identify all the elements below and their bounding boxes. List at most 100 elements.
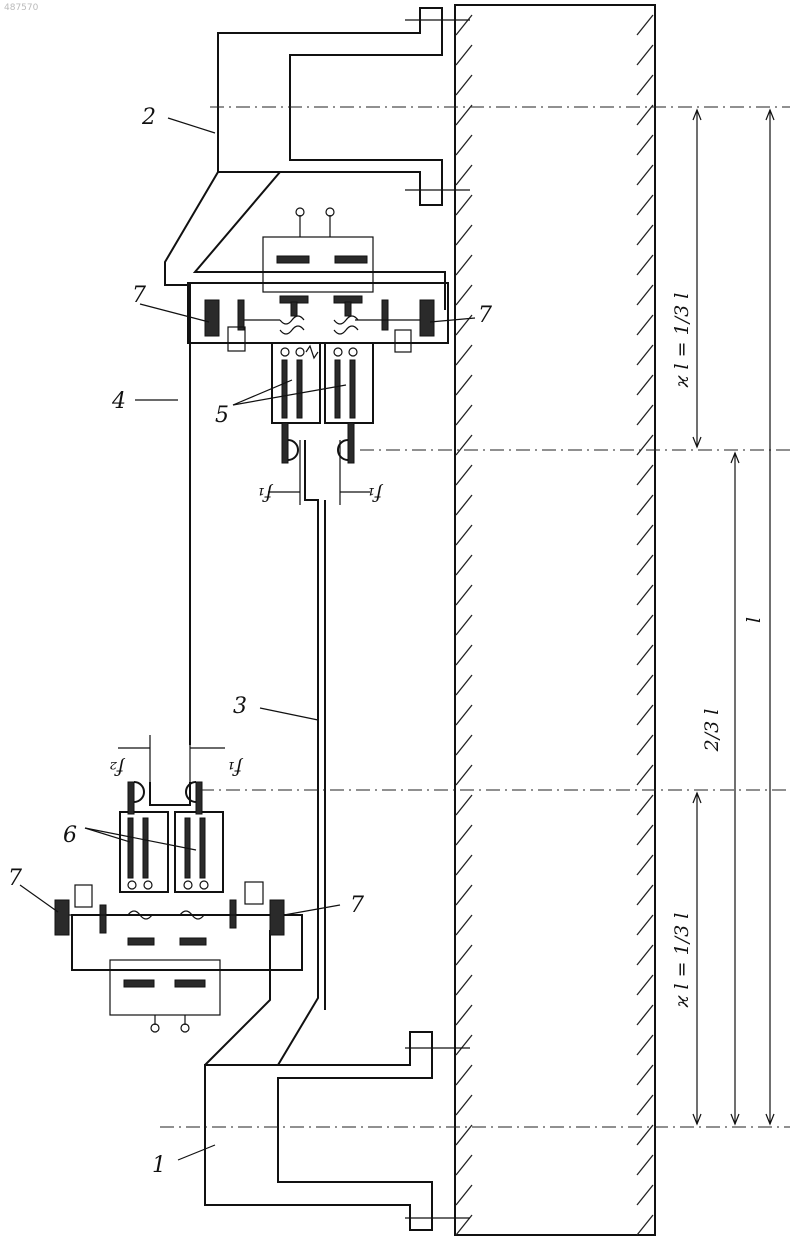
hatch-mark — [456, 525, 472, 545]
foundation-hatch-left — [456, 15, 472, 1235]
hatch-mark — [637, 105, 653, 125]
hatch-mark — [637, 165, 653, 185]
hatch-mark — [456, 615, 472, 635]
hatch-mark — [637, 285, 653, 305]
leader-lines — [20, 118, 475, 1160]
hatch-mark — [637, 825, 653, 845]
hatch-mark — [637, 705, 653, 725]
hatch-mark — [456, 165, 472, 185]
hatch-mark — [456, 1185, 472, 1205]
hatch-mark — [637, 855, 653, 875]
dim-overall: l — [743, 617, 765, 623]
hatch-mark — [637, 975, 653, 995]
hatch-mark — [456, 465, 472, 485]
frame-4-inner — [195, 172, 445, 310]
hatch-mark — [637, 345, 653, 365]
hatch-mark — [637, 525, 653, 545]
reference-lines — [160, 107, 790, 1127]
frame-3 — [205, 930, 270, 1065]
hatch-mark — [637, 465, 653, 485]
hatch-mark — [456, 405, 472, 425]
hatch-mark — [456, 645, 472, 665]
hatch-mark — [456, 765, 472, 785]
upper-assembly — [188, 208, 448, 505]
hatch-mark — [456, 435, 472, 455]
hatch-mark — [637, 15, 653, 35]
coupling-7-upper-left — [205, 300, 219, 336]
hatch-mark — [456, 15, 472, 35]
hatch-mark — [637, 495, 653, 515]
dim-bottom-segment: ϰ l = 1/3 l — [671, 913, 693, 1009]
hatch-mark — [637, 1185, 653, 1205]
hatch-mark — [637, 45, 653, 65]
hatch-mark — [456, 1035, 472, 1055]
hatch-mark — [637, 945, 653, 965]
label-5: 5 — [215, 403, 229, 428]
hatch-mark — [637, 1095, 653, 1115]
hatch-mark — [637, 1065, 653, 1085]
hatch-mark — [637, 225, 653, 245]
coupling-7-lower-left — [55, 900, 69, 935]
hatch-mark — [456, 195, 472, 215]
coupling-7-lower-right — [270, 900, 284, 935]
hatch-mark — [637, 135, 653, 155]
gap-f1-bottom-right: f₁ — [227, 757, 244, 779]
hatch-mark — [456, 735, 472, 755]
hatch-mark — [637, 195, 653, 215]
anchor-bolts — [405, 20, 470, 1218]
dim-middle-segment: 2/3 l — [701, 709, 723, 753]
label-7-upper-right: 7 — [478, 303, 492, 328]
hatch-mark — [637, 1155, 653, 1175]
label-2: 2 — [141, 105, 156, 130]
hatch-mark — [637, 315, 653, 335]
foundation-hatch-right — [637, 15, 653, 1235]
support-2 — [218, 8, 442, 205]
hatch-mark — [456, 825, 472, 845]
label-1: 1 — [152, 1153, 166, 1178]
hatch-mark — [456, 585, 472, 605]
hatch-mark — [456, 555, 472, 575]
hatch-mark — [456, 675, 472, 695]
hatch-mark — [637, 555, 653, 575]
hatch-mark — [456, 495, 472, 515]
label-3: 3 — [233, 694, 247, 719]
hatch-mark — [456, 855, 472, 875]
lower-assembly — [55, 735, 302, 1032]
hatch-mark — [637, 405, 653, 425]
hatch-mark — [456, 1095, 472, 1115]
hatch-mark — [456, 225, 472, 245]
label-6: 6 — [63, 823, 77, 848]
dim-top-segment: ϰ l = 1/3 l — [671, 293, 693, 389]
hatch-mark — [637, 765, 653, 785]
hatch-mark — [637, 1215, 653, 1235]
hatch-mark — [456, 885, 472, 905]
label-7-upper-left: 7 — [132, 283, 146, 308]
hatch-mark — [637, 675, 653, 695]
hatch-mark — [637, 585, 653, 605]
label-7-lower-left: 7 — [8, 866, 22, 891]
hatch-mark — [637, 885, 653, 905]
label-7-lower-right: 7 — [350, 893, 364, 918]
hatch-mark — [637, 1005, 653, 1025]
hatch-mark — [456, 255, 472, 275]
hatch-mark — [456, 795, 472, 815]
strain-gauges-6 — [120, 782, 223, 892]
coupling-7-upper-right — [420, 300, 434, 336]
hatch-mark — [637, 915, 653, 935]
hatch-mark — [637, 1125, 653, 1145]
hatch-mark — [637, 1035, 653, 1055]
hatch-mark — [456, 345, 472, 365]
hatch-mark — [456, 75, 472, 95]
hatch-mark — [456, 1125, 472, 1145]
watermark: 487570 — [4, 3, 39, 13]
hatch-mark — [456, 105, 472, 125]
hatch-mark — [637, 615, 653, 635]
hatch-mark — [456, 1065, 472, 1085]
gap-f1-top-right: f₁ — [367, 483, 384, 505]
hatch-mark — [456, 1005, 472, 1025]
frame-3-inner — [278, 440, 318, 1065]
gap-f1-top-left: f₁ — [257, 483, 274, 505]
support-1 — [205, 1032, 432, 1230]
hatch-mark — [456, 945, 472, 965]
